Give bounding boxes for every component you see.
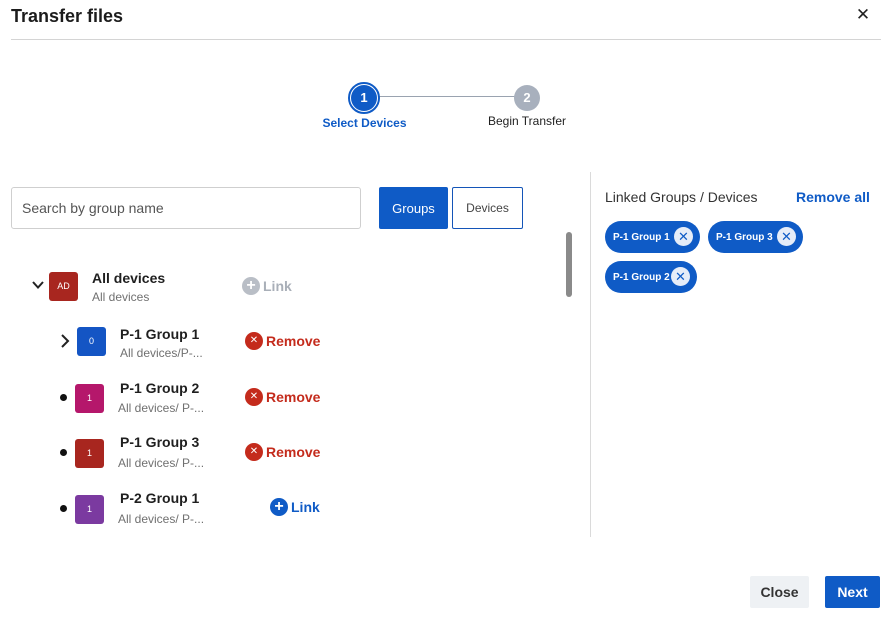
group-name: P-2 Group 1: [120, 490, 200, 506]
step-1-label: Select Devices: [322, 116, 407, 130]
remove-button[interactable]: ✕ Remove: [245, 388, 320, 406]
remove-label: Remove: [266, 389, 321, 405]
link-label: Link: [291, 499, 320, 515]
header-divider: [11, 39, 881, 40]
remove-icon: ✕: [245, 332, 263, 350]
plus-icon: +: [242, 277, 260, 295]
chip-label: P-1 Group 1: [613, 231, 670, 243]
link-button[interactable]: + Link: [242, 277, 292, 295]
close-icon[interactable]: ✕: [855, 5, 871, 24]
tree-scrollbar[interactable]: [566, 232, 572, 297]
chevron-right-icon[interactable]: [58, 332, 72, 350]
close-button[interactable]: Close: [750, 576, 809, 608]
remove-all-link[interactable]: Remove all: [796, 189, 870, 205]
group-name: P-1 Group 2: [120, 380, 200, 396]
link-button[interactable]: + Link: [270, 498, 320, 516]
search-input[interactable]: [11, 187, 361, 229]
remove-icon: ✕: [245, 443, 263, 461]
chip-remove-icon[interactable]: ✕: [671, 267, 690, 286]
bullet-icon: [60, 394, 67, 401]
step-2-label: Begin Transfer: [487, 114, 567, 128]
group-badge: 1: [75, 384, 104, 413]
link-label: Link: [263, 278, 292, 294]
group-path: All devices/ P-...: [118, 512, 205, 526]
group-badge: 0: [77, 327, 106, 356]
remove-label: Remove: [266, 333, 321, 349]
devices-toggle-button[interactable]: Devices: [452, 187, 523, 229]
group-badge: 1: [75, 495, 104, 524]
stepper-connector: [378, 96, 515, 97]
step-1-circle: 1: [351, 85, 377, 111]
linked-chip: P-1 Group 2 ✕: [605, 261, 697, 293]
dialog-title: Transfer files: [11, 6, 124, 26]
panel-divider: [590, 172, 591, 537]
next-button[interactable]: Next: [825, 576, 880, 608]
group-path: All devices/ P-...: [118, 456, 205, 470]
group-badge: 1: [75, 439, 104, 468]
step-2-circle: 2: [514, 85, 540, 111]
group-name: All devices: [92, 270, 166, 286]
remove-button[interactable]: ✕ Remove: [245, 443, 320, 461]
linked-panel-title: Linked Groups / Devices: [605, 189, 758, 205]
group-badge: AD: [49, 272, 78, 301]
group-path: All devices/ P-...: [118, 401, 205, 415]
chip-label: P-1 Group 2: [613, 271, 670, 283]
group-name: P-1 Group 1: [120, 326, 200, 342]
groups-toggle-button[interactable]: Groups: [379, 187, 448, 229]
group-name: P-1 Group 3: [120, 434, 200, 450]
remove-label: Remove: [266, 444, 321, 460]
plus-icon: +: [270, 498, 288, 516]
group-path: All devices: [92, 290, 150, 304]
chip-remove-icon[interactable]: ✕: [777, 227, 796, 246]
remove-button[interactable]: ✕ Remove: [245, 332, 320, 350]
bullet-icon: [60, 449, 67, 456]
chip-label: P-1 Group 3: [716, 231, 773, 243]
chip-remove-icon[interactable]: ✕: [674, 227, 693, 246]
remove-icon: ✕: [245, 388, 263, 406]
linked-chip: P-1 Group 1 ✕: [605, 221, 700, 253]
group-path: All devices/P-...: [120, 346, 203, 360]
bullet-icon: [60, 505, 67, 512]
chevron-down-icon[interactable]: [30, 277, 46, 293]
linked-chip: P-1 Group 3 ✕: [708, 221, 803, 253]
